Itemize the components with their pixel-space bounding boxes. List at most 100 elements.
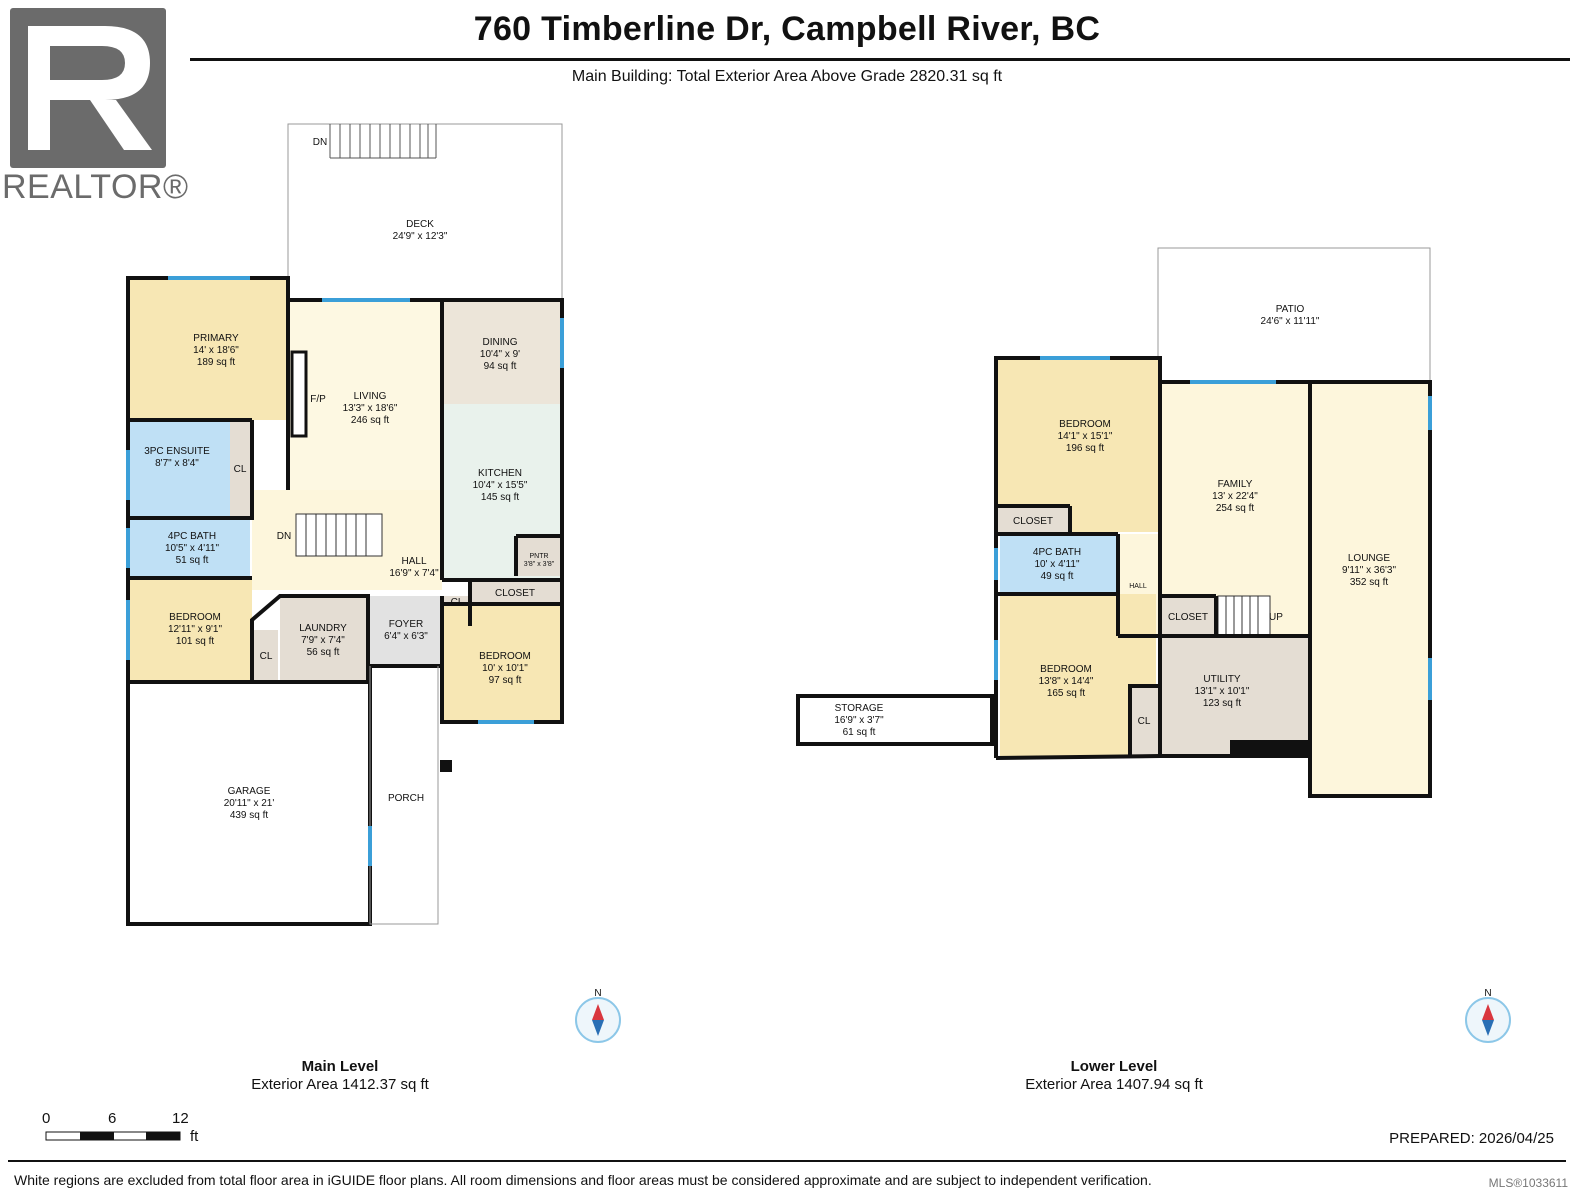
page-title: 760 Timberline Dr, Campbell River, BC [473,10,1101,48]
label-ensuite-closet: CL [234,464,247,475]
main-stair-dn: DN [277,531,291,542]
label-lounge-dims: 9'11" x 36'3" [1342,565,1397,576]
label-primary-name: PRIMARY [193,333,239,344]
label-foyer-name: FOYER [389,619,423,630]
label-pantry-dims: 3'8" x 3'8" [524,561,555,568]
label-family-name: FAMILY [1218,479,1253,490]
closet-ensuite [230,420,252,516]
porch-outline [369,666,439,925]
label-lower-closet: CLOSET [1168,612,1208,623]
footer-divider [8,1160,1566,1162]
porch-post [440,760,452,772]
label-dining-area: 94 sq ft [484,361,517,372]
main-level-name: Main Level [301,1058,379,1075]
label-bedroom1-name: BEDROOM [169,612,221,623]
label-laundry-area: 56 sq ft [307,647,340,658]
fireplace [290,350,308,438]
label-garage-dims: 20'11" x 21' [224,798,275,809]
compass-lower-icon [1465,997,1511,1043]
room-storage [796,694,994,746]
closet-bedroom4 [1130,686,1158,756]
label-ensuite-name: 3PC ENSUITE [144,446,210,457]
label-laundry-dims: 7'9" x 7'4" [301,635,345,646]
label-bath2-dims: 10' x 4'11" [1035,559,1080,570]
room-laundry [280,596,368,682]
label-family-dims: 13' x 22'4" [1212,491,1258,502]
label-bedroom2-name: BEDROOM [479,651,531,662]
main-windows [126,276,564,866]
closet-hall [470,580,560,604]
label-family-area: 254 sq ft [1216,503,1255,514]
scale-unit: ft [190,1128,199,1145]
label-bedroom2-dims: 10' x 10'1" [482,663,528,674]
label-storage-area: 61 sq ft [843,727,876,738]
scale-tick-12: 12 [172,1110,189,1127]
room-ensuite [130,420,230,516]
deck-outline [287,123,563,301]
scale-tick-0: 0 [42,1110,51,1127]
room-lounge [1312,384,1428,794]
main-stairs [295,513,383,557]
label-storage-name: STORAGE [835,703,884,714]
label-hall-lower: HALL [1129,583,1147,590]
label-lounge-name: LOUNGE [1348,553,1391,564]
title-divider [190,58,1570,61]
label-living-name: LIVING [354,391,387,402]
room-bedroom2 [444,604,560,720]
label-porch-name: PORCH [388,793,424,804]
lower-stair-up: UP [1269,612,1283,623]
prepared-date: PREPARED: 2026/04/25 [1389,1130,1554,1147]
label-kitchen-dims: 10'4" x 15'5" [473,480,528,491]
room-pantry [516,536,560,576]
closet-bedroom1 [252,630,278,682]
lower-windows [994,356,1432,700]
label-bedroom4-area: 165 sq ft [1047,688,1086,699]
label-deck-name: DECK [406,219,434,230]
label-bedroom3-closet: CLOSET [1013,516,1053,527]
label-laundry-name: LAUNDRY [299,623,347,634]
label-bath-dims: 10'5" x 4'11" [165,543,220,554]
label-hall-closet: CLOSET [495,588,535,599]
label-ensuite-dims: 8'7" x 8'4" [155,458,199,469]
mls-number: MLS®1033611 [1488,1176,1568,1190]
realtor-logo-icon [10,8,166,168]
label-hall-name: HALL [401,556,426,567]
label-garage-area: 439 sq ft [230,810,269,821]
label-bedroom4-dims: 13'8" x 14'4" [1039,676,1094,687]
label-primary-area: 189 sq ft [197,357,236,368]
label-utility-dims: 13'1" x 10'1" [1195,686,1250,697]
label-bath2-name: 4PC BATH [1033,547,1081,558]
label-kitchen-name: KITCHEN [478,468,522,479]
label-living-area: 246 sq ft [351,415,390,426]
label-foyer-closet: CL [451,597,464,608]
closet-lower [1160,596,1216,636]
label-pantry-name: PNTR [529,553,548,560]
lower-level-name: Lower Level [1070,1058,1158,1075]
realtor-r-logo-icon [28,26,152,150]
closet-bedroom3 [998,508,1068,534]
label-garage-name: GARAGE [228,786,271,797]
realtor-logo-text: REALTOR® [2,168,189,206]
label-utility-area: 123 sq ft [1203,698,1242,709]
compass-lower-north: N [1484,988,1491,999]
main-level-area: Exterior Area 1412.37 sq ft [251,1076,429,1093]
label-bath-area: 51 sq ft [176,555,209,566]
scale-tick-6: 6 [108,1110,117,1127]
room-foyer [370,596,442,666]
label-utility-name: UTILITY [1203,674,1241,685]
label-hall-dims: 16'9" x 7'4" [389,568,439,579]
deck-stair-dn: DN [313,137,327,148]
scale-bar [45,1131,181,1141]
label-living-dims: 13'3" x 18'6" [343,403,398,414]
label-bedroom3-name: BEDROOM [1059,419,1111,430]
label-bedroom3-dims: 14'1" x 15'1" [1058,431,1113,442]
label-lounge-area: 352 sq ft [1350,577,1389,588]
label-kitchen-area: 145 sq ft [481,492,520,503]
compass-main-icon [575,997,621,1043]
label-deck-dims: 24'9" x 12'3" [393,231,448,242]
disclaimer-text: White regions are excluded from total fl… [14,1172,1152,1188]
lower-level-area: Exterior Area 1407.94 sq ft [1025,1076,1203,1093]
label-bedroom4-name: BEDROOM [1040,664,1092,675]
room-primary [130,280,290,420]
